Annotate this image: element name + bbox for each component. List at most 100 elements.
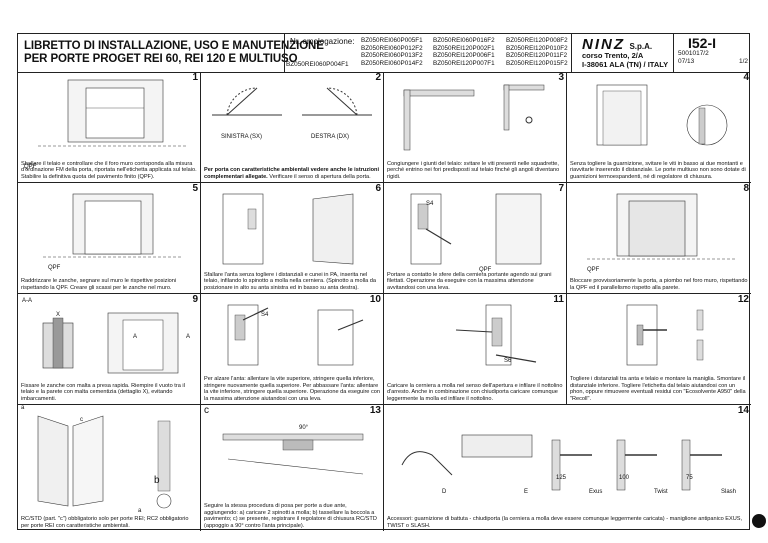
- section-label: A-A: [22, 298, 33, 304]
- section-mark-right: A: [186, 334, 191, 340]
- step-1: 1 QPF Sballare il telaio e controllare c…: [18, 72, 201, 183]
- document-meta: 5001017/2 07/13 1/2: [678, 50, 748, 65]
- label-exus: Exus: [589, 489, 603, 495]
- code: BZ050REI120P015F2: [506, 59, 568, 67]
- code: BZ050REI120P011F2: [506, 52, 568, 60]
- document-id: I52-I: [688, 35, 717, 51]
- title-line-1: LIBRETTO DI INSTALLAZIONE, USO E MANUTEN…: [24, 40, 324, 52]
- step-number: 3: [558, 72, 564, 83]
- document-date: 07/13: [678, 57, 695, 65]
- step-caption: Bloccare provvisoriamente la porta, a pi…: [570, 278, 748, 291]
- step-9: 9 A-A X A A Fissare le zanche con malta …: [18, 294, 201, 405]
- step-7: 7 S4 QPF Portare a contatto le sfere del…: [384, 183, 567, 294]
- step-number: 11: [553, 294, 564, 305]
- step-number: 8: [743, 183, 749, 194]
- destra-label: DESTRA (DX): [311, 134, 350, 140]
- dim-100: 100: [619, 475, 630, 481]
- code: BZ050REI060P005F1: [361, 37, 423, 44]
- qpf-label: QPF: [479, 267, 492, 273]
- divider: [284, 34, 285, 72]
- step-14: 14 D E 125 Exus 100 Twist 75 Slash Acces…: [384, 405, 751, 531]
- step-caption: Per alzare l'anta: allentare la vite sup…: [204, 376, 380, 402]
- code: BZ050REI120P006F1: [433, 52, 495, 60]
- instruction-sheet: LIBRETTO DI INSTALLAZIONE, USO E MANUTEN…: [17, 33, 751, 531]
- step-11: 11 S6 Caricare la cerniera a molla nel s…: [384, 294, 567, 405]
- page-number: 1/2: [738, 57, 748, 65]
- address-line-1: corso Trento, 2/A: [582, 51, 644, 60]
- wrench-size-label: S4: [261, 312, 269, 318]
- step-caption-text: Verificare il senso di apertura della po…: [269, 173, 371, 180]
- title-line-2: PER PORTE PROGET REI 60, REI 120 E MULTI…: [24, 53, 298, 65]
- step-number: 6: [375, 183, 381, 194]
- label-slash: Slash: [721, 489, 737, 495]
- closing-regulator-illustration: [213, 419, 373, 489]
- header: LIBRETTO DI INSTALLAZIONE, USO E MANUTEN…: [18, 34, 749, 73]
- step-number: 9: [192, 294, 198, 305]
- part-a-label-2: a: [138, 508, 142, 514]
- code: BZ050REI120P007F1: [433, 59, 495, 67]
- step-4: 4 Senza togliere la guarnizione, svitare…: [567, 72, 751, 183]
- step-2: 2 SINISTRA (SX) DESTRA (DX) Per porta co…: [201, 72, 384, 183]
- brand-name: NINZ: [582, 36, 625, 53]
- step-caption: Raddrizzare le zanche, segnare sul muro …: [21, 278, 177, 291]
- step-caption: RC/STD (part. "c") obbligatorio solo per…: [21, 516, 189, 529]
- step-caption: Togliere i distanziali tra anta e telaio…: [570, 376, 746, 402]
- part-b-label: b: [154, 475, 160, 486]
- document-title: LIBRETTO DI INSTALLAZIONE, USO E MANUTEN…: [24, 40, 324, 66]
- step-8: 8 QPF Bloccare provvisoriamente la porta…: [567, 183, 751, 294]
- qpf-label: QPF: [24, 164, 37, 170]
- qpf-label: QPF: [587, 267, 600, 273]
- step-13-right: 13b 13 c 90° Seguire la stessa procedura…: [201, 405, 384, 531]
- step-number-13: 13: [369, 405, 381, 416]
- step-caption: Portare a contatto le sfere della cernie…: [387, 271, 552, 291]
- wrench-size-label: S6: [504, 358, 512, 364]
- step-caption: Caricare la cerniera a molla nel senso d…: [387, 382, 563, 402]
- step-12: 12 Togliere i distanziali tra anta e tel…: [567, 294, 751, 405]
- height-adjust-illustration: [213, 300, 373, 370]
- step-caption: Sfallare l'anta senza togliere i distanz…: [204, 271, 376, 291]
- codes-column-2: BZ050REI060P016F2 BZ050REI120P002F1 BZ05…: [433, 37, 495, 67]
- anchor-marking-illustration: [43, 189, 183, 264]
- step-number: 1: [192, 72, 198, 83]
- step-13-left: a c b a RC/STD (part. "c") obbligatorio …: [18, 405, 201, 531]
- detail-x-label: X: [56, 312, 61, 318]
- step-caption: Accessori: guarnizione di battuta - chiu…: [387, 516, 743, 529]
- code: BZ050REI060P013F2: [361, 52, 423, 60]
- step-caption: Seguire la stessa procedura di posa per …: [204, 503, 377, 529]
- section-mark-left: A: [133, 334, 138, 340]
- code: BZ050REI120P008F2: [506, 37, 568, 44]
- sinistra-label: SINISTRA (SX): [221, 134, 263, 140]
- page-dot: [752, 514, 766, 528]
- step-number: 10: [369, 294, 381, 305]
- company-address: corso Trento, 2/A I-38061 ALA (TN) / ITA…: [582, 51, 668, 69]
- part-a-label: a: [21, 405, 25, 411]
- spring-hinge-illustration: [396, 300, 556, 370]
- divider: [673, 34, 674, 72]
- door-hanging-illustration: [213, 189, 373, 269]
- code: BZ050REI060P014F2: [361, 59, 423, 67]
- label-e: E: [524, 489, 529, 495]
- step-number: 12: [737, 294, 749, 305]
- code: BZ050REI060P012F2: [361, 44, 423, 52]
- frame-spacer-illustration: [577, 80, 742, 155]
- part-c-label: c: [204, 405, 209, 416]
- dim-75: 75: [686, 475, 693, 481]
- label-twist: Twist: [654, 489, 668, 495]
- mortar-fill-illustration: [33, 308, 193, 378]
- step-caption: Fissare le zanche con malta a presa rapi…: [21, 382, 185, 402]
- codes-column-3: BZ050REI120P008F2 BZ050REI120P010F2 BZ05…: [506, 37, 568, 67]
- dim-125: 125: [556, 475, 567, 481]
- step-5: 5 QPF Raddrizzare le zanche, segnare sul…: [18, 183, 201, 294]
- double-door-illustration: [28, 411, 193, 511]
- divider: [571, 34, 572, 72]
- handle-mount-illustration: [587, 300, 737, 370]
- step-number: 2: [375, 72, 381, 83]
- angle-label: 90°: [299, 425, 309, 431]
- door-plumb-illustration: [587, 189, 737, 267]
- step-10: 10 S4 Per alzare l'anta: allentare la vi…: [201, 294, 384, 405]
- step-caption-bold: Per porta con caratteristiche ambientali…: [204, 167, 380, 180]
- wrench-size-label: S4: [426, 201, 434, 207]
- part-c-label: c: [80, 417, 83, 423]
- code: BZ050REI120P002F1: [433, 44, 495, 52]
- ninz-logo: NINZ S.p.A.: [582, 36, 652, 54]
